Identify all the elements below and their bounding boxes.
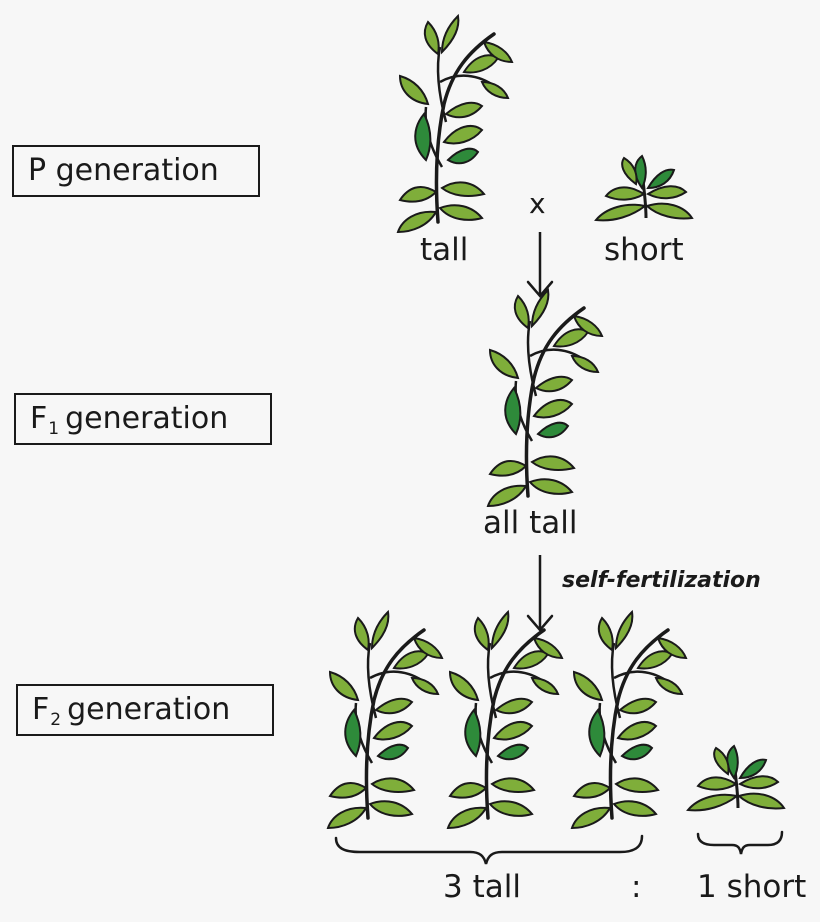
f1-tall-plant-icon	[486, 288, 604, 508]
f1-all-tall-label: all tall	[483, 505, 578, 541]
f1-letter: F	[30, 401, 48, 436]
self-fertilization-label: self-fertilization	[562, 568, 761, 593]
p-short-label: short	[604, 232, 684, 268]
p-tall-label: tall	[420, 232, 469, 268]
f2-tall-plant-icon-2	[446, 610, 564, 830]
f2-short-ratio-label: 1 short	[697, 869, 807, 905]
f2-tall-plant-icon-1	[326, 610, 444, 830]
f2-tall-ratio-label: 3 tall	[443, 869, 521, 905]
cross-symbol: x	[529, 187, 546, 220]
brace-icon	[334, 834, 644, 865]
f2-tall-plant-icon-3	[570, 610, 688, 830]
p-generation-text: P generation	[28, 153, 219, 188]
p-tall-plant-icon	[396, 14, 514, 234]
f2-letter: F	[32, 692, 50, 727]
p-generation-label: P generation	[12, 145, 260, 197]
f2-short-plant-icon	[686, 744, 786, 812]
p-short-plant-icon	[594, 154, 694, 222]
f1-subscript: 1	[48, 418, 60, 439]
down-arrow-icon-2	[526, 555, 554, 632]
down-arrow-icon	[526, 232, 554, 298]
f1-generation-text: generation	[65, 401, 229, 436]
f2-subscript: 2	[50, 709, 62, 730]
f2-generation-text: generation	[67, 692, 231, 727]
brace-icon-short	[696, 830, 784, 855]
ratio-separator: :	[631, 869, 642, 905]
